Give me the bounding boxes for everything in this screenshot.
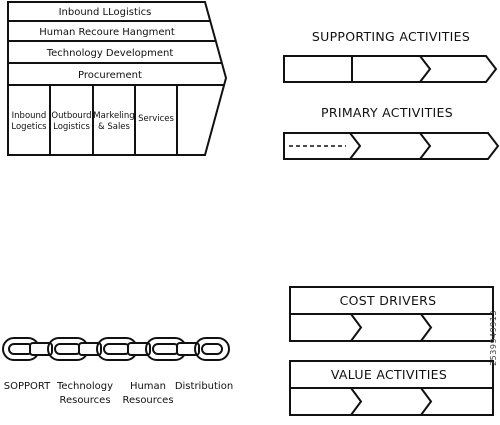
support-row-procurement: Procurement xyxy=(78,70,142,81)
primary-chevron xyxy=(349,132,362,160)
chain-link xyxy=(176,342,200,356)
primary-col-marketing-line1: Markeling xyxy=(93,111,134,121)
cost-drivers-chevron xyxy=(350,313,363,342)
value-activities-chevron xyxy=(420,387,433,416)
supporting-arrow-bar xyxy=(283,55,498,83)
chain-link xyxy=(127,342,151,356)
supporting-chevron xyxy=(419,55,432,83)
primary-col-inbound-line1: Inbound xyxy=(12,111,47,121)
primary-col-outbound-line2: Logistics xyxy=(53,122,90,132)
primary-activities-title: PRIMARY ACTIVITIES xyxy=(321,105,453,120)
chain-link xyxy=(194,337,230,361)
primary-arrow-bar xyxy=(283,132,500,160)
supporting-activities-block: SUPPORTING ACTIVITIES xyxy=(283,29,498,83)
value-chain-diagram: Inbound LLogistics Human Recoure Hangmen… xyxy=(7,1,228,156)
chain-label-technology-line2: Resources xyxy=(59,395,110,406)
primary-activities-block: PRIMARY ACTIVITIES xyxy=(283,105,500,160)
support-row-inbound: Inbound LLogistics xyxy=(59,7,152,18)
chain-label-distribution: Distribution xyxy=(175,381,233,392)
support-row-technology: Technology Development xyxy=(46,48,174,59)
value-activities-block: VALUE ACTIVITIES xyxy=(289,360,494,416)
chain-link xyxy=(29,342,53,356)
chain-label-human-line2: Resources xyxy=(122,395,173,406)
chain-link xyxy=(78,342,102,356)
chain-label-technology-line1: Technology xyxy=(56,381,113,392)
primary-col-outbound-line1: Outbourd xyxy=(51,111,91,121)
chain-label-human-line1: Human xyxy=(130,381,166,392)
cost-drivers-chevron xyxy=(420,313,433,342)
primary-col-marketing-line2: & Sales xyxy=(98,122,131,132)
primary-col-services: Services xyxy=(138,114,174,124)
chain-label-support: SOPPORT xyxy=(4,381,51,392)
stock-id-watermark: 2539949913 xyxy=(489,310,498,366)
chain-illustration: SOPPORT Technology Resources Human Resou… xyxy=(2,337,233,406)
cost-drivers-block: COST DRIVERS xyxy=(289,286,494,342)
cost-drivers-title: COST DRIVERS xyxy=(340,293,437,308)
primary-col-inbound-line2: Logetics xyxy=(11,122,47,132)
support-row-hr: Human Recoure Hangment xyxy=(39,27,175,38)
value-activities-chevron xyxy=(350,387,363,416)
value-activities-title: VALUE ACTIVITIES xyxy=(331,367,447,382)
supporting-activities-title: SUPPORTING ACTIVITIES xyxy=(312,29,470,44)
primary-chevron xyxy=(419,132,432,160)
value-chain-outline xyxy=(7,1,228,156)
